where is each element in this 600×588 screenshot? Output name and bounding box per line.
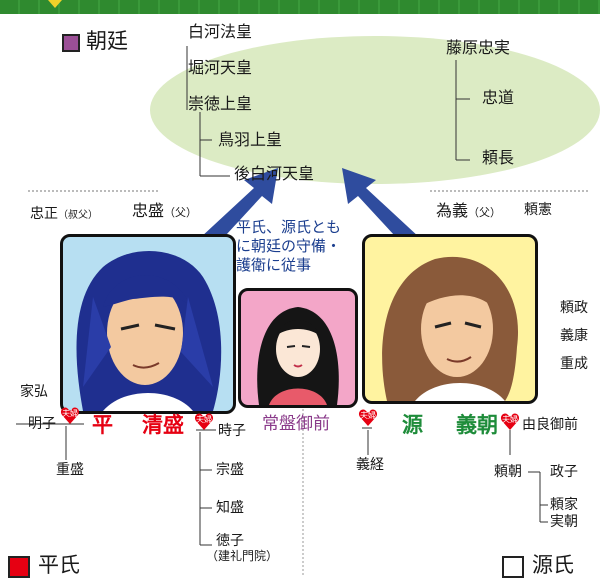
person-shirakawa: 白河法皇 <box>188 22 253 41</box>
yoshitomo-portrait <box>362 234 538 404</box>
court-ellipse <box>150 36 600 184</box>
annotation-text: 平氏、源氏とも に朝廷の守備・ 護衛に従事 <box>236 218 342 274</box>
tadamori-label: 忠盛（父） <box>132 201 198 220</box>
yoshitomo-given-name: 義朝 <box>456 412 498 437</box>
tameyoshi-label: 為義（父） <box>436 201 502 220</box>
person-horikawa: 堀河天皇 <box>188 58 253 77</box>
tokiwa-illustration <box>257 307 339 405</box>
person-akiko: 明子 <box>28 416 56 432</box>
tokuko-note: （建礼門院） <box>206 549 279 563</box>
person-yoshiyasu: 義康 <box>560 328 588 344</box>
person-yura: 由良御前 <box>522 417 578 433</box>
kiyomori-given-name: 清盛 <box>142 412 184 437</box>
person-munemori: 宗盛 <box>216 462 244 478</box>
person-shigenari: 重成 <box>560 356 588 372</box>
person-yoriie: 頼家 <box>550 497 578 513</box>
person-yorikata: 頼憲 <box>524 202 552 218</box>
left-arrow <box>200 168 278 248</box>
kiyomori-portrait <box>60 234 236 414</box>
person-shigemori: 重盛 <box>56 462 84 478</box>
kiyomori-surname: 平 <box>92 412 113 437</box>
couple-badge-label: 夫婦 <box>502 415 518 424</box>
top-notch-marker <box>48 0 62 8</box>
person-toba: 鳥羽上皇 <box>218 130 283 149</box>
yoshitomo-illustration <box>382 256 519 401</box>
tokiwa-portrait <box>238 288 358 408</box>
person-masako: 政子 <box>550 464 578 480</box>
court-color-swatch <box>62 34 80 52</box>
person-sutoku: 崇徳上皇 <box>188 94 253 113</box>
taira-legend-label: 平氏 <box>38 553 80 577</box>
person-iehiro: 家弘 <box>20 384 48 400</box>
person-goshirakawa: 後白河天皇 <box>234 164 315 183</box>
person-tokiko: 時子 <box>218 423 246 439</box>
person-yorinaga: 頼長 <box>482 148 515 167</box>
person-tomomori: 知盛 <box>216 500 244 516</box>
taira-color-swatch <box>8 556 30 578</box>
person-sanetomo: 実朝 <box>550 514 578 530</box>
yoshitomo-surname: 源 <box>402 412 423 437</box>
person-yoshitsune: 義経 <box>356 457 384 473</box>
couple-badge-minamoto <box>500 413 520 430</box>
kiyomori-illustration <box>76 250 222 411</box>
person-yoritomo: 頼朝 <box>494 464 522 480</box>
person-fujiwara-tadazane: 藤原忠実 <box>446 38 511 57</box>
couple-badge-label: 夫婦 <box>62 409 78 418</box>
couple-badge-tokiwa <box>358 409 378 426</box>
minamoto-legend-label: 源氏 <box>532 553 574 577</box>
tadamasa-label: 忠正（叔父） <box>30 206 98 222</box>
court-legend-label: 朝廷 <box>86 29 128 53</box>
top-bar <box>0 0 600 14</box>
person-yorimasa: 頼政 <box>560 300 588 316</box>
couple-badge-label: 夫婦 <box>196 415 212 424</box>
person-tadamichi: 忠道 <box>482 88 515 107</box>
couple-badge-taira-right <box>194 413 214 430</box>
person-tokiwa: 常盤御前 <box>262 414 330 434</box>
minamoto-color-swatch <box>502 556 524 578</box>
couple-badge-label: 夫婦 <box>360 411 376 420</box>
person-tokuko: 徳子 <box>216 533 244 549</box>
right-arrow <box>342 168 420 248</box>
couple-badge-taira-left <box>60 407 80 424</box>
